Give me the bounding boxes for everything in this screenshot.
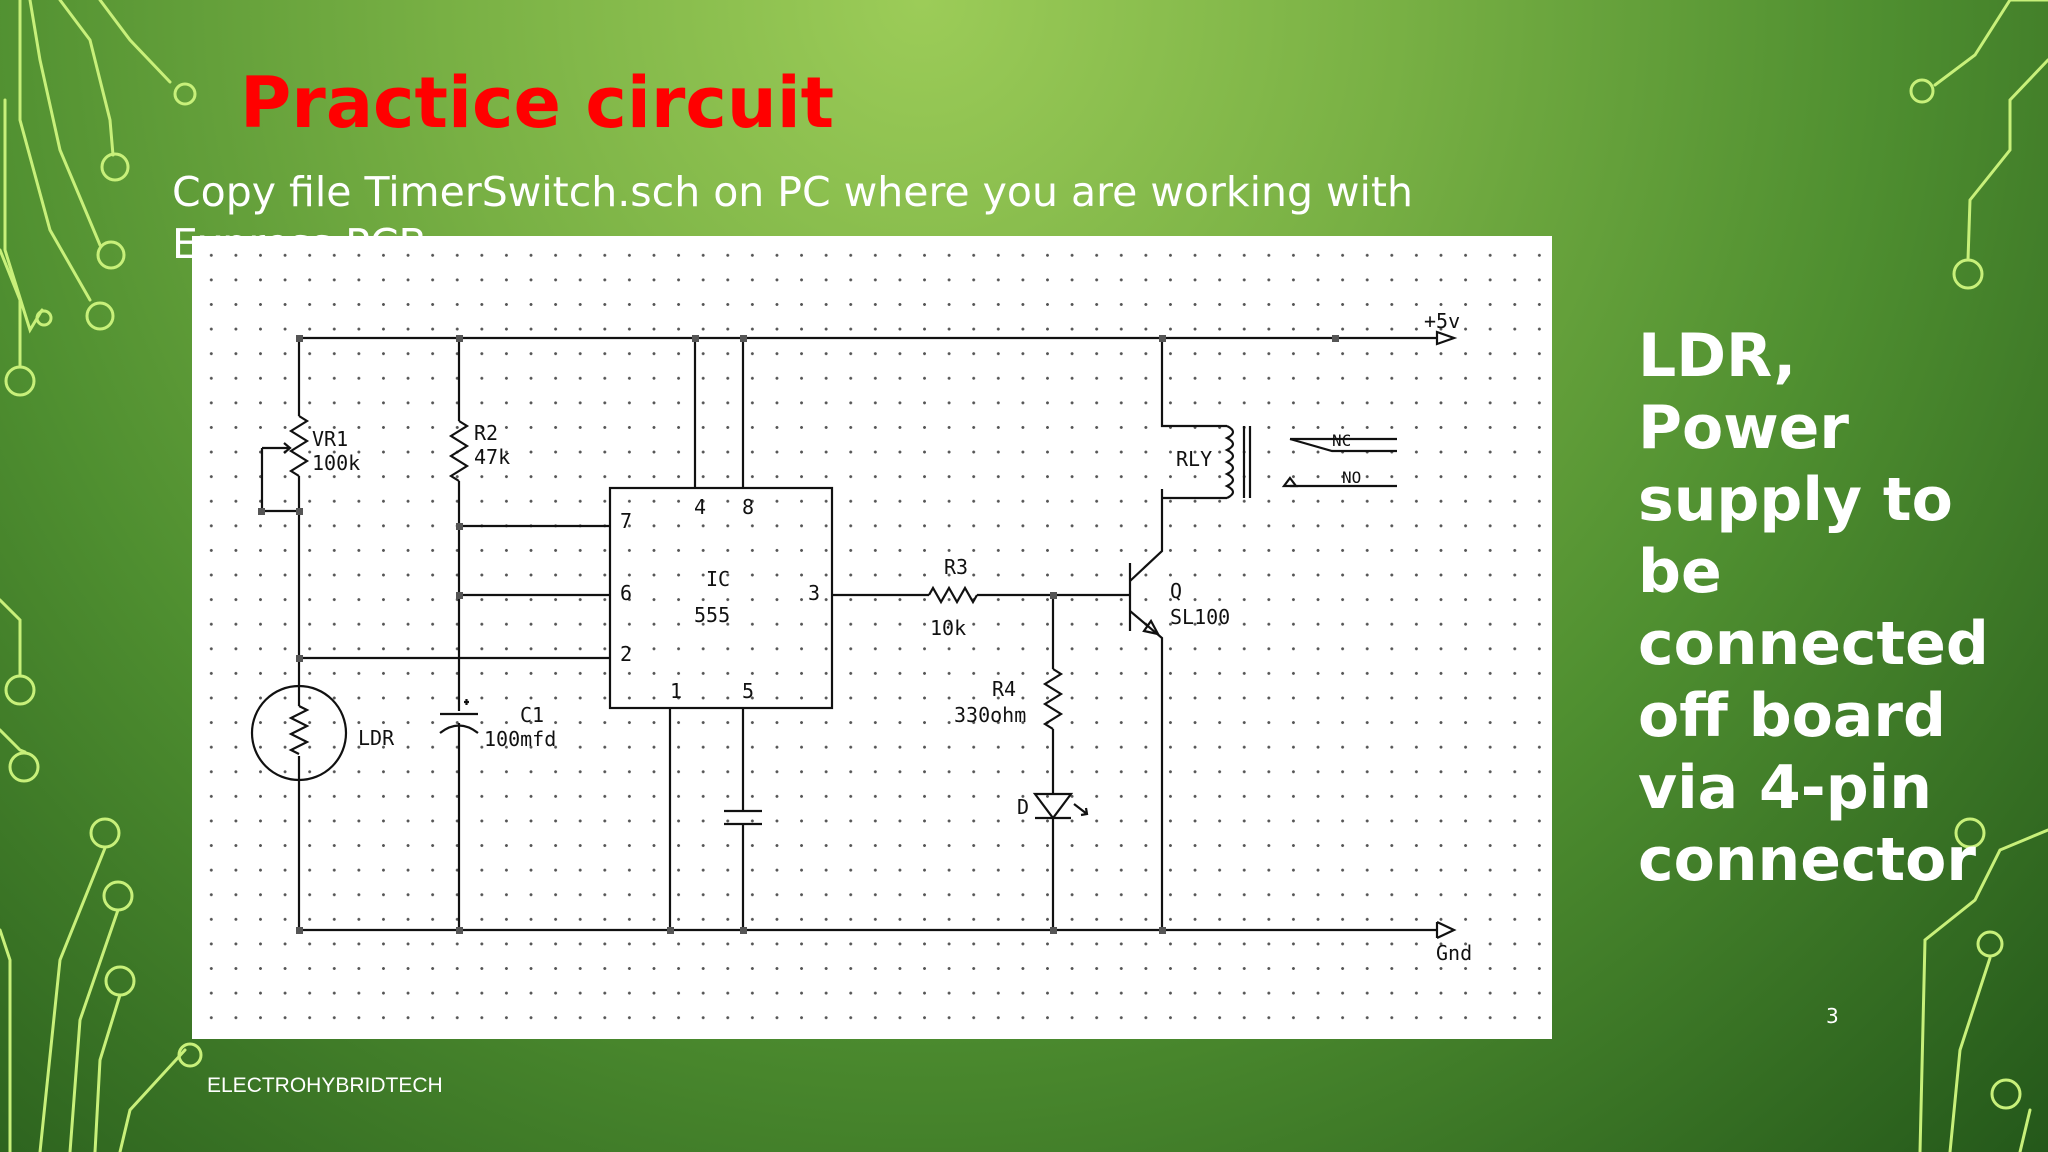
r2-resistor [448, 420, 470, 482]
ic-pin-5: 5 [742, 679, 754, 703]
led-symbol [1032, 792, 1074, 820]
relay-coil [1224, 425, 1235, 499]
vr1-resistor [288, 415, 310, 477]
r3-label: R3 [944, 555, 968, 579]
ic-555-body [608, 486, 834, 710]
c1-label: C1 [520, 703, 544, 727]
d-label: D [1017, 795, 1029, 819]
r2-value: 47k [474, 445, 510, 469]
ic-pin-7: 7 [620, 509, 632, 533]
ic-label: IC [706, 567, 730, 591]
r3-value: 10k [930, 616, 966, 640]
ic-pin-6: 6 [620, 581, 632, 605]
r2-label: R2 [474, 421, 498, 445]
schematic-diagram: VR1 100k R2 47k LDR C1 100mfd 7 4 8 6 3 … [192, 236, 1552, 1039]
c2-capacitor [724, 809, 762, 826]
slide-title: Practice circuit [240, 62, 835, 144]
ic-pin-1: 1 [670, 679, 682, 703]
ic-pin-3: 3 [808, 581, 820, 605]
ic-value: 555 [694, 603, 730, 627]
gnd-label: Gnd [1436, 941, 1472, 965]
q-label: Q [1170, 579, 1182, 603]
r4-value: 330ohm [954, 703, 1026, 727]
rly-label: RLY [1176, 447, 1212, 471]
q-value: SL100 [1170, 605, 1230, 629]
footer-text: ELECTROHYBRIDTECH [207, 1074, 443, 1097]
ldr-label: LDR [358, 726, 395, 750]
ic-pin-4: 4 [694, 495, 706, 519]
c1-value: 100mfd [484, 727, 556, 751]
no-label: NO [1342, 468, 1361, 487]
vr1-label: VR1 [312, 427, 348, 451]
r4-resistor [1042, 668, 1064, 730]
ic-pin-8: 8 [742, 495, 754, 519]
nc-label: NC [1332, 431, 1351, 450]
vr1-value: 100k [312, 451, 360, 475]
r3-resistor [928, 585, 978, 605]
side-note: LDR, Power supply to be connected off bo… [1638, 321, 1989, 895]
ic-pin-2: 2 [620, 642, 632, 666]
r4-label: R4 [992, 677, 1016, 701]
vcc-label: +5v [1424, 309, 1460, 333]
page-number: 3 [1826, 1004, 1839, 1028]
